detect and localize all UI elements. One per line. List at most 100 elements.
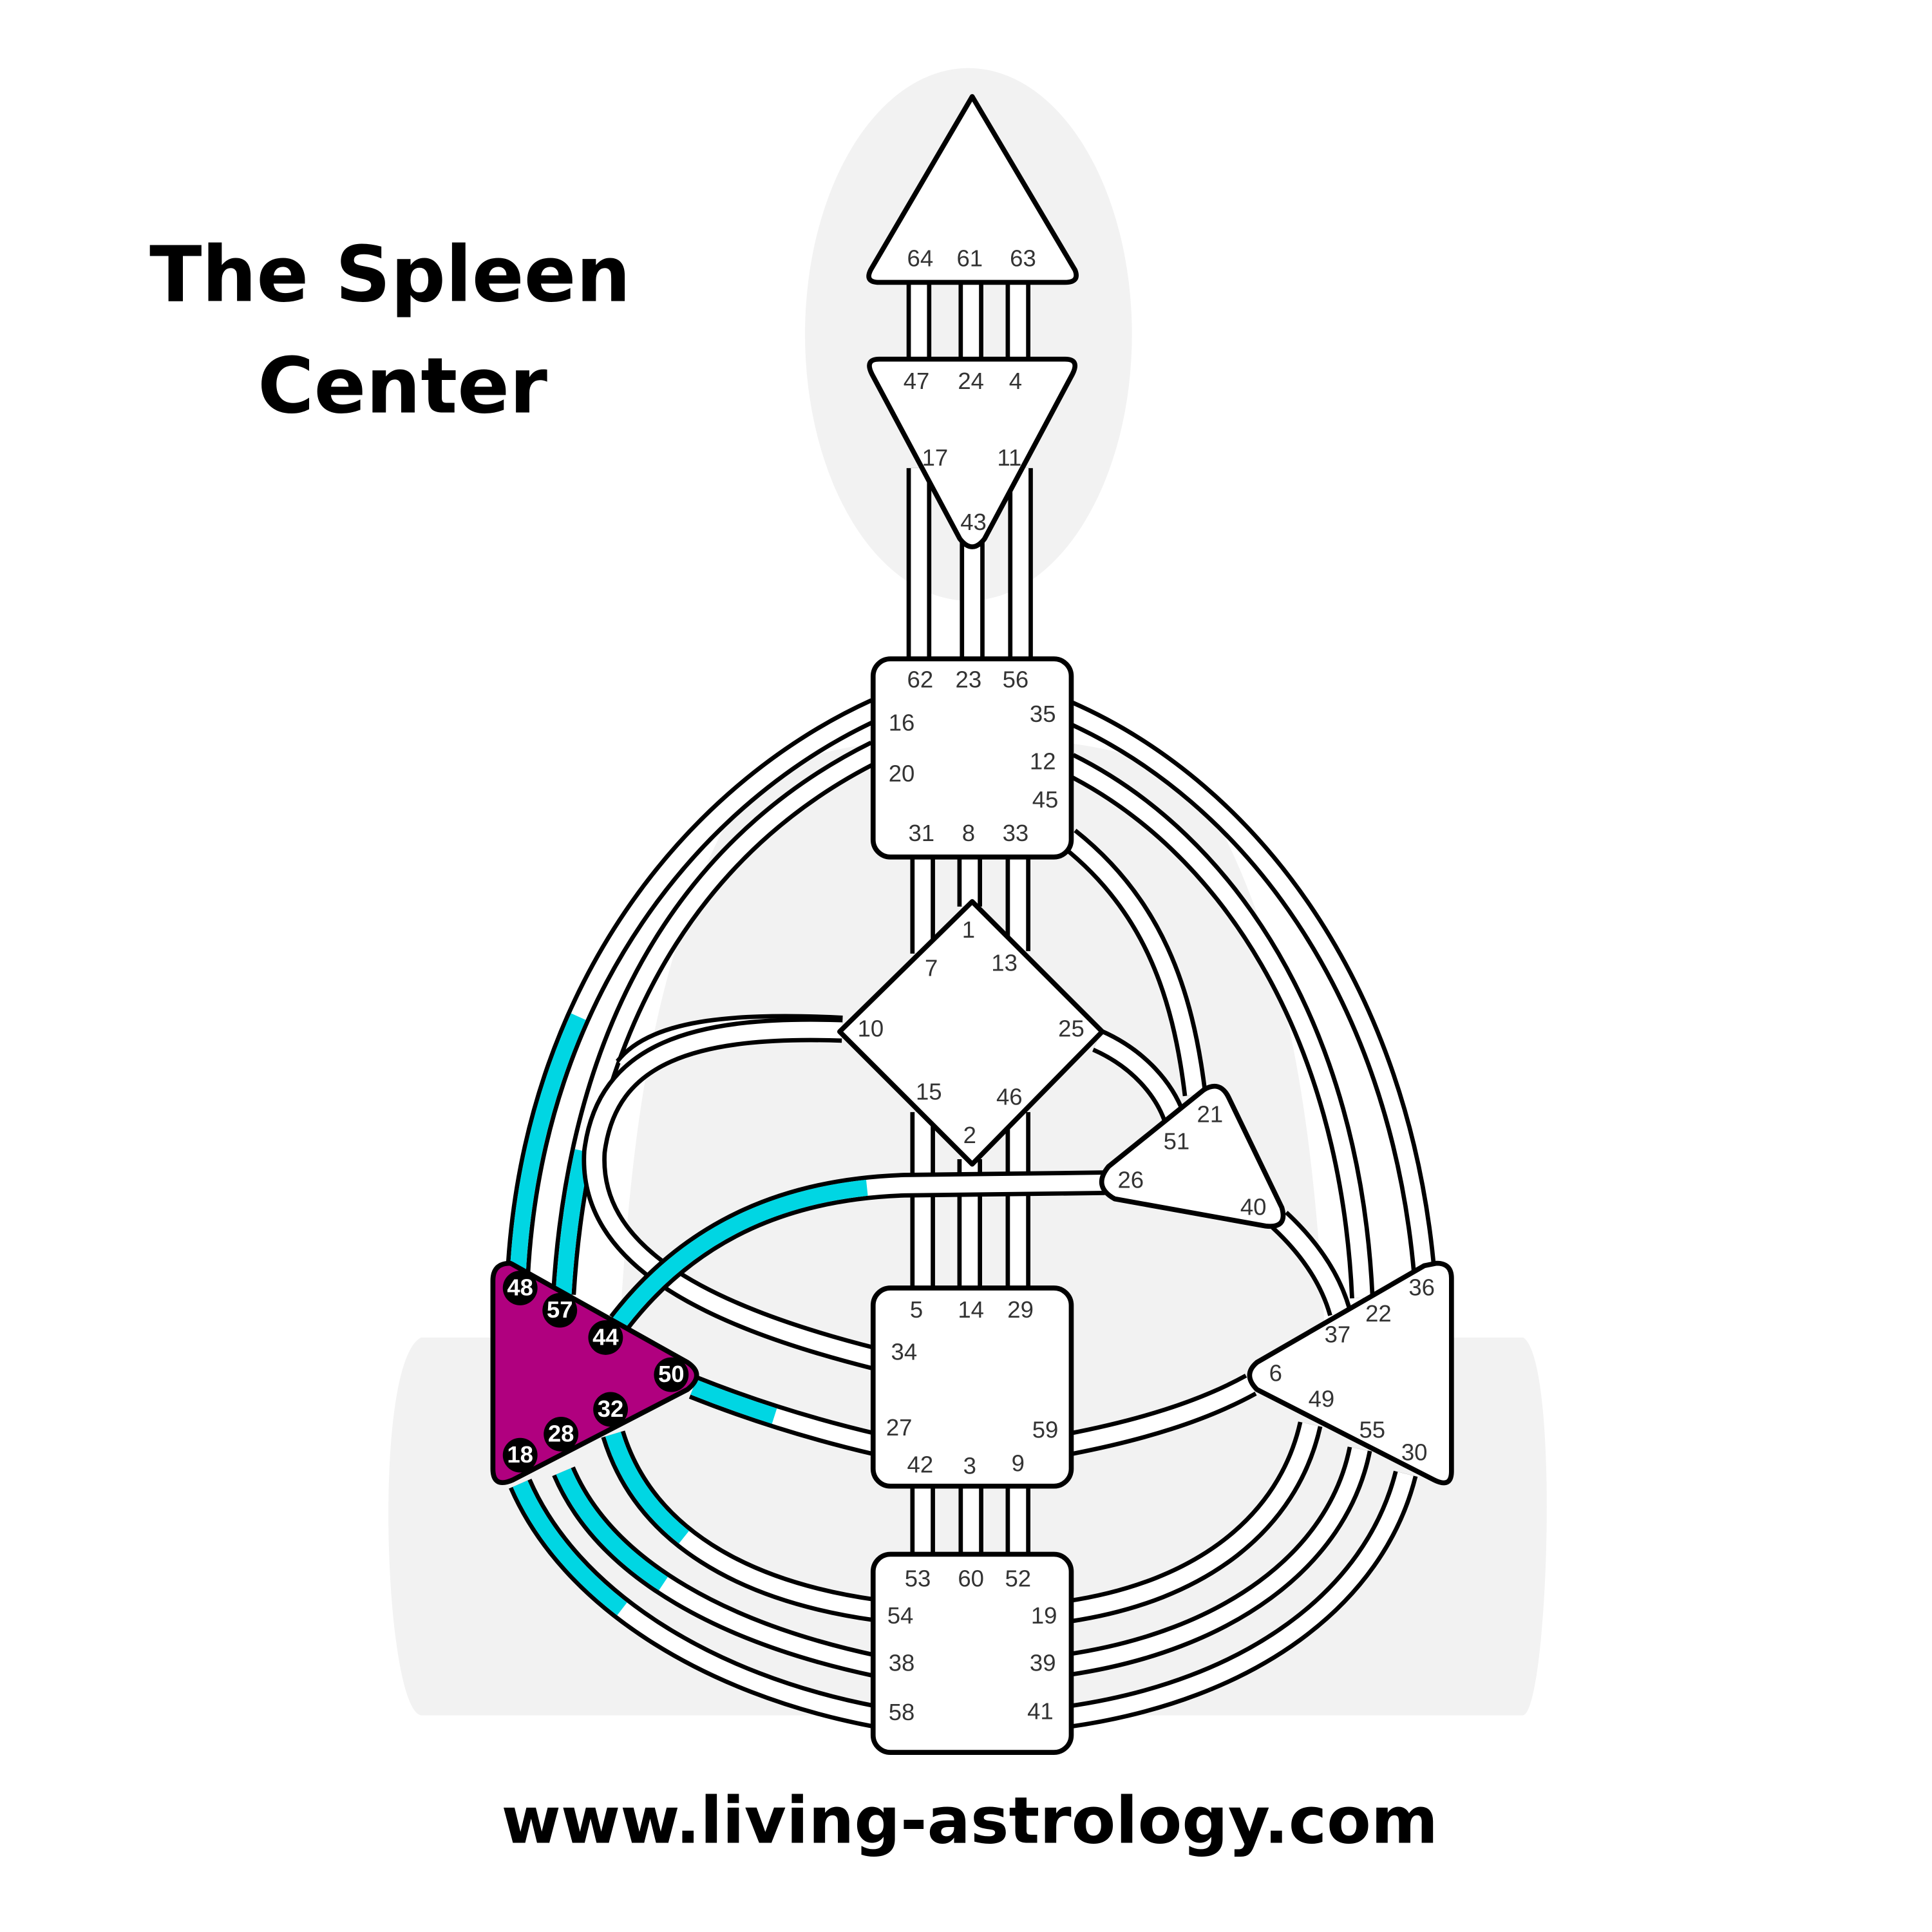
gate-63: 63 xyxy=(1010,245,1036,272)
gate-number: 20 xyxy=(889,761,915,787)
centers xyxy=(490,94,1454,1755)
gate-number: 22 xyxy=(1365,1300,1392,1327)
gate-number: 48 xyxy=(507,1274,533,1301)
active-channel-segment xyxy=(690,1379,878,1452)
gate-marker xyxy=(654,1357,689,1392)
gate-number: 49 xyxy=(1309,1386,1335,1412)
gate-45: 45 xyxy=(1032,786,1059,813)
gate-5: 5 xyxy=(910,1296,923,1323)
gate-29: 29 xyxy=(1007,1296,1034,1323)
active-channel-segment xyxy=(612,1175,1105,1328)
gate-number: 55 xyxy=(1359,1417,1385,1443)
gate-number: 54 xyxy=(887,1602,914,1629)
throat-center xyxy=(870,656,1074,860)
gate-number: 24 xyxy=(958,368,984,394)
title-line-2: Center xyxy=(258,341,547,431)
gate-32: 32 xyxy=(593,1392,628,1427)
gate-number: 25 xyxy=(1058,1016,1084,1042)
gate-24: 24 xyxy=(958,368,984,394)
gate-marker xyxy=(544,1417,579,1452)
gate-number: 13 xyxy=(991,950,1018,976)
gate-number: 45 xyxy=(1032,786,1059,813)
gate-41: 41 xyxy=(1027,1698,1054,1724)
gate-14: 14 xyxy=(958,1296,984,1323)
gate-number: 63 xyxy=(1010,245,1036,272)
gate-42: 42 xyxy=(907,1452,934,1478)
gate-28: 28 xyxy=(544,1417,579,1452)
gate-number: 51 xyxy=(1164,1128,1190,1155)
gate-number: 19 xyxy=(1031,1602,1057,1629)
website-url: www.living-astrology.com xyxy=(501,1783,1438,1859)
gate-61: 61 xyxy=(956,245,983,272)
channel-35-36 xyxy=(1063,701,1437,1274)
sacral-center xyxy=(870,1285,1074,1489)
gate-marker xyxy=(542,1293,578,1328)
active-channel-segment xyxy=(555,744,880,1295)
gate-number: 18 xyxy=(507,1441,533,1468)
gate-marker xyxy=(588,1320,623,1355)
gate-number: 23 xyxy=(956,666,982,692)
gate-20: 20 xyxy=(889,761,915,787)
gate-number: 9 xyxy=(1012,1450,1025,1477)
gate-number: 26 xyxy=(1117,1166,1144,1193)
gate-number: 59 xyxy=(1032,1417,1059,1443)
gate-number: 21 xyxy=(1197,1101,1224,1127)
gate-number: 43 xyxy=(960,509,987,535)
gate-43: 43 xyxy=(960,509,987,535)
gate-number: 60 xyxy=(958,1566,984,1592)
gate-36: 36 xyxy=(1408,1274,1435,1301)
channel-59-6 xyxy=(1066,1374,1257,1457)
gate-9: 9 xyxy=(1012,1450,1025,1477)
gate-number: 61 xyxy=(956,245,983,272)
active-channel-segment xyxy=(556,1468,878,1674)
channel-40-37 xyxy=(1271,1211,1352,1316)
gate-10: 10 xyxy=(858,1016,884,1042)
gate-62: 62 xyxy=(907,666,934,692)
gate-number: 7 xyxy=(925,954,938,981)
gate-4: 4 xyxy=(1009,368,1022,394)
gate-25: 25 xyxy=(1058,1016,1084,1042)
gate-33: 33 xyxy=(1003,820,1029,846)
gate-number: 14 xyxy=(958,1296,984,1323)
gate-19: 19 xyxy=(1031,1602,1057,1629)
gate-number: 38 xyxy=(889,1649,915,1676)
gate-marker xyxy=(593,1392,628,1427)
gate-number: 46 xyxy=(996,1083,1023,1110)
gate-number: 2 xyxy=(963,1122,976,1148)
gate-number: 31 xyxy=(908,820,934,846)
channel-25-51 xyxy=(1092,1028,1186,1122)
gate-number: 10 xyxy=(858,1016,884,1042)
gate-number: 11 xyxy=(997,444,1021,471)
active-channel-segment xyxy=(513,1480,877,1725)
gate-number: 57 xyxy=(547,1296,573,1323)
gate-30: 30 xyxy=(1401,1439,1428,1465)
gate-number: 41 xyxy=(1027,1698,1054,1724)
gate-number: 42 xyxy=(907,1452,934,1478)
gate-number: 32 xyxy=(598,1396,624,1422)
gate-16: 16 xyxy=(889,710,915,736)
gate-31: 31 xyxy=(908,820,934,846)
gate-number: 52 xyxy=(1005,1566,1031,1592)
gate-26: 26 xyxy=(1117,1166,1144,1193)
gate-13: 13 xyxy=(991,950,1018,976)
gate-46: 46 xyxy=(996,1083,1023,1110)
gate-40: 40 xyxy=(1240,1194,1267,1220)
gate-59: 59 xyxy=(1032,1417,1059,1443)
gate-60: 60 xyxy=(958,1566,984,1592)
gate-number: 12 xyxy=(1030,748,1056,774)
gate-49: 49 xyxy=(1309,1386,1335,1412)
title-line-1: The Spleen xyxy=(149,230,630,319)
gate-number: 62 xyxy=(907,666,934,692)
gate-number: 15 xyxy=(916,1079,942,1105)
gate-3: 3 xyxy=(963,1453,976,1479)
gate-51: 51 xyxy=(1164,1128,1190,1155)
gate-number: 36 xyxy=(1408,1274,1435,1301)
gate-number: 50 xyxy=(658,1361,685,1387)
gate-number: 1 xyxy=(962,916,975,943)
gate-marker xyxy=(502,1437,538,1473)
gate-39: 39 xyxy=(1030,1649,1056,1676)
gate-number: 37 xyxy=(1325,1321,1351,1348)
gate-7: 7 xyxy=(925,954,938,981)
gate-47: 47 xyxy=(904,368,930,394)
